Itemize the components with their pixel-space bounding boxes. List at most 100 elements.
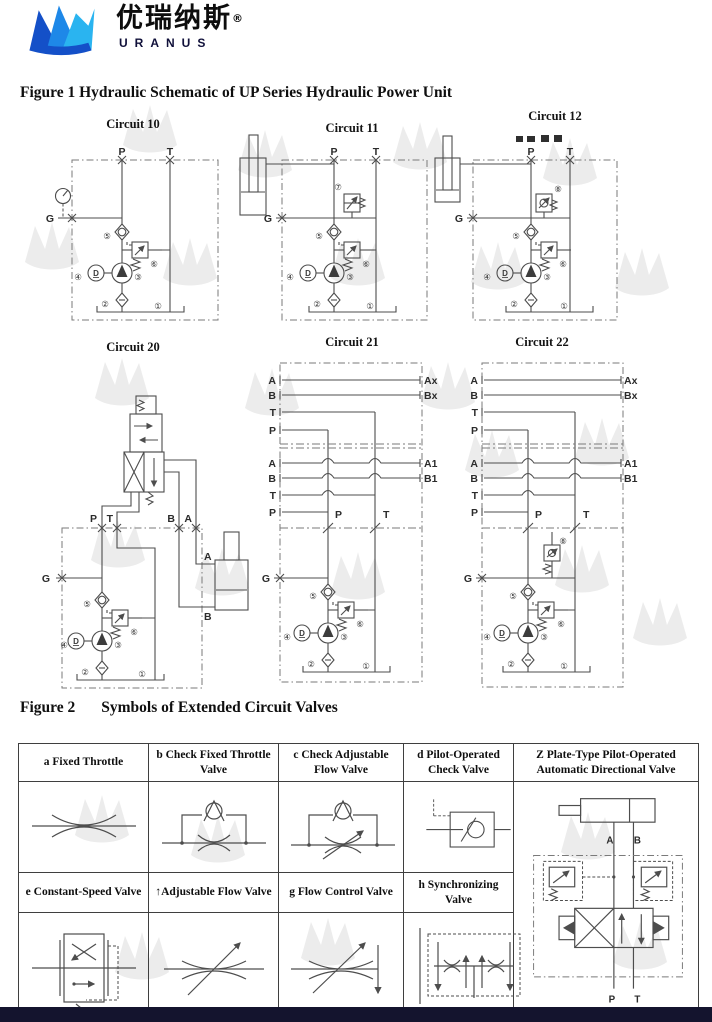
cylinder-icon: [239, 134, 334, 216]
component-label-3: ③: [340, 632, 348, 642]
mid-label-p: P: [335, 509, 342, 521]
brand-logo-icon: [29, 5, 95, 56]
component-label-4: ④: [483, 272, 491, 282]
component-label-6: ⑥: [559, 259, 567, 269]
brand-name-cn-text: 优瑞纳斯: [116, 3, 232, 34]
line-label-a1: A1: [624, 458, 638, 470]
fig2-cell-f: [148, 911, 279, 1022]
z-label-a: A: [606, 836, 613, 847]
upper-lines: [282, 379, 420, 672]
component-label-6: ⑥: [356, 619, 364, 629]
component-label-8: ⑧: [554, 184, 562, 194]
brand-text: 优瑞纳斯® URANUS: [116, 4, 245, 51]
line-label-bx: Bx: [424, 390, 438, 402]
component-label-5: ⑤: [512, 231, 520, 241]
fig2-cell-d: [403, 780, 514, 874]
component-label-4: ④: [483, 632, 491, 642]
circuit-22-diagram: Circuit 22 A B T P Ax Bx A B T P: [464, 335, 638, 688]
port-label-t: T: [167, 146, 174, 158]
fig2-header-g: g Flow Control Valve: [278, 872, 404, 913]
lower-lines: [484, 457, 621, 513]
synchronizing-valve-symbol: [419, 927, 521, 1004]
component-label-1: ①: [366, 301, 374, 311]
component-label-2: ②: [307, 659, 315, 669]
component-label-7: ⑦: [334, 182, 342, 192]
circuit-lines: [276, 160, 377, 312]
check-fixed-throttle-valve-symbol: [161, 799, 266, 852]
component-label-5: ⑤: [509, 591, 517, 601]
circuit-enclosure: [61, 527, 203, 689]
port-label-t: T: [567, 146, 574, 158]
line-label-bx: Bx: [624, 390, 638, 402]
port-ticks: [275, 376, 421, 583]
fig2-header-b: b Check Fixed Throttle Valve: [148, 743, 279, 782]
fig2-header-f: ↑Adjustable Flow Valve: [148, 872, 279, 913]
component-label-5: ⑤: [103, 231, 111, 241]
fig2-cell-b: [148, 780, 279, 874]
figure2-table: a Fixed Throttle b Check Fixed Throttle …: [18, 743, 699, 1022]
component-label-2: ②: [507, 659, 515, 669]
pressure-gauge-icon: [54, 187, 72, 205]
mid-label-p: P: [535, 509, 542, 521]
line-label-t2: T: [472, 490, 479, 502]
motor-label: D: [305, 269, 311, 278]
component-label-5: ⑤: [83, 599, 91, 609]
component-label-1: ①: [560, 661, 568, 671]
port-label-g: G: [455, 213, 463, 225]
flow-control-valve-symbol: [291, 942, 382, 995]
footer-bar: [0, 1007, 712, 1022]
figure1-title: Figure 1 Hydraulic Schematic of UP Serie…: [20, 84, 453, 101]
registered-mark: ®: [232, 12, 245, 25]
port-ticks: [67, 155, 175, 223]
fig2-cell-z: A B: [513, 781, 699, 1022]
fig2-cell-a: [18, 780, 149, 874]
solenoid-valve-7-icon: [343, 193, 367, 218]
port-ticks: [57, 523, 201, 583]
line-label-p: P: [269, 425, 276, 437]
cylinder-port-b: B: [204, 611, 212, 623]
figure2-label: Figure 2: [20, 699, 76, 716]
brand-logo: 优瑞纳斯® URANUS: [16, 4, 245, 66]
component-label-3: ③: [543, 272, 551, 282]
fig2-header-a: a Fixed Throttle: [18, 743, 149, 782]
circuit-enclosure: [281, 159, 428, 321]
fig2-cell-e: [18, 911, 149, 1022]
section-dividers: [280, 443, 422, 529]
component-label-6: ⑥: [130, 627, 138, 637]
circuit-enclosure: [279, 362, 423, 683]
component-label-4: ④: [74, 272, 82, 282]
motor-label: D: [502, 269, 508, 278]
component-label-5: ⑤: [315, 231, 323, 241]
circuit-title: Circuit 21: [325, 335, 379, 349]
fig2-cell-h: [403, 911, 521, 1022]
circuit-title: Circuit 20: [106, 340, 160, 354]
mid-label-t: T: [583, 509, 590, 521]
constant-speed-valve-symbol: [31, 933, 136, 1018]
line-label-b2: B: [268, 473, 276, 485]
fig2-header-h: h Synchronizing Valve: [403, 872, 514, 913]
component-label-6: ⑥: [150, 259, 158, 269]
motor-label: D: [499, 629, 505, 638]
directional-valve-stack-icon: [123, 395, 165, 506]
motor-label: D: [299, 629, 305, 638]
port-ticks: [468, 155, 575, 223]
unloading-valve-8-icon: [541, 532, 561, 578]
port-ticks: [277, 155, 381, 223]
line-label-p2: P: [471, 507, 478, 519]
port-label-a: A: [184, 513, 192, 525]
line-label-t: T: [270, 407, 277, 419]
line-label-a2: A: [470, 458, 478, 470]
line-label-a2: A: [268, 458, 276, 470]
component-label-4: ④: [60, 640, 68, 650]
port-label-g: G: [46, 213, 54, 225]
plate-type-directional-valve-symbol: A B: [533, 798, 683, 1005]
component-label-2: ②: [101, 299, 109, 309]
port-label-p: P: [527, 146, 534, 158]
motor-label: D: [93, 269, 99, 278]
brand-name-cn: 优瑞纳斯®: [116, 4, 245, 34]
circuit-21-diagram: Circuit 21 A B T P Ax Bx A B T P A1 B1 P…: [262, 335, 438, 683]
brand-name-en: URANUS: [119, 36, 213, 50]
component-label-5: ⑤: [309, 591, 317, 601]
port-ticks: [477, 376, 622, 583]
